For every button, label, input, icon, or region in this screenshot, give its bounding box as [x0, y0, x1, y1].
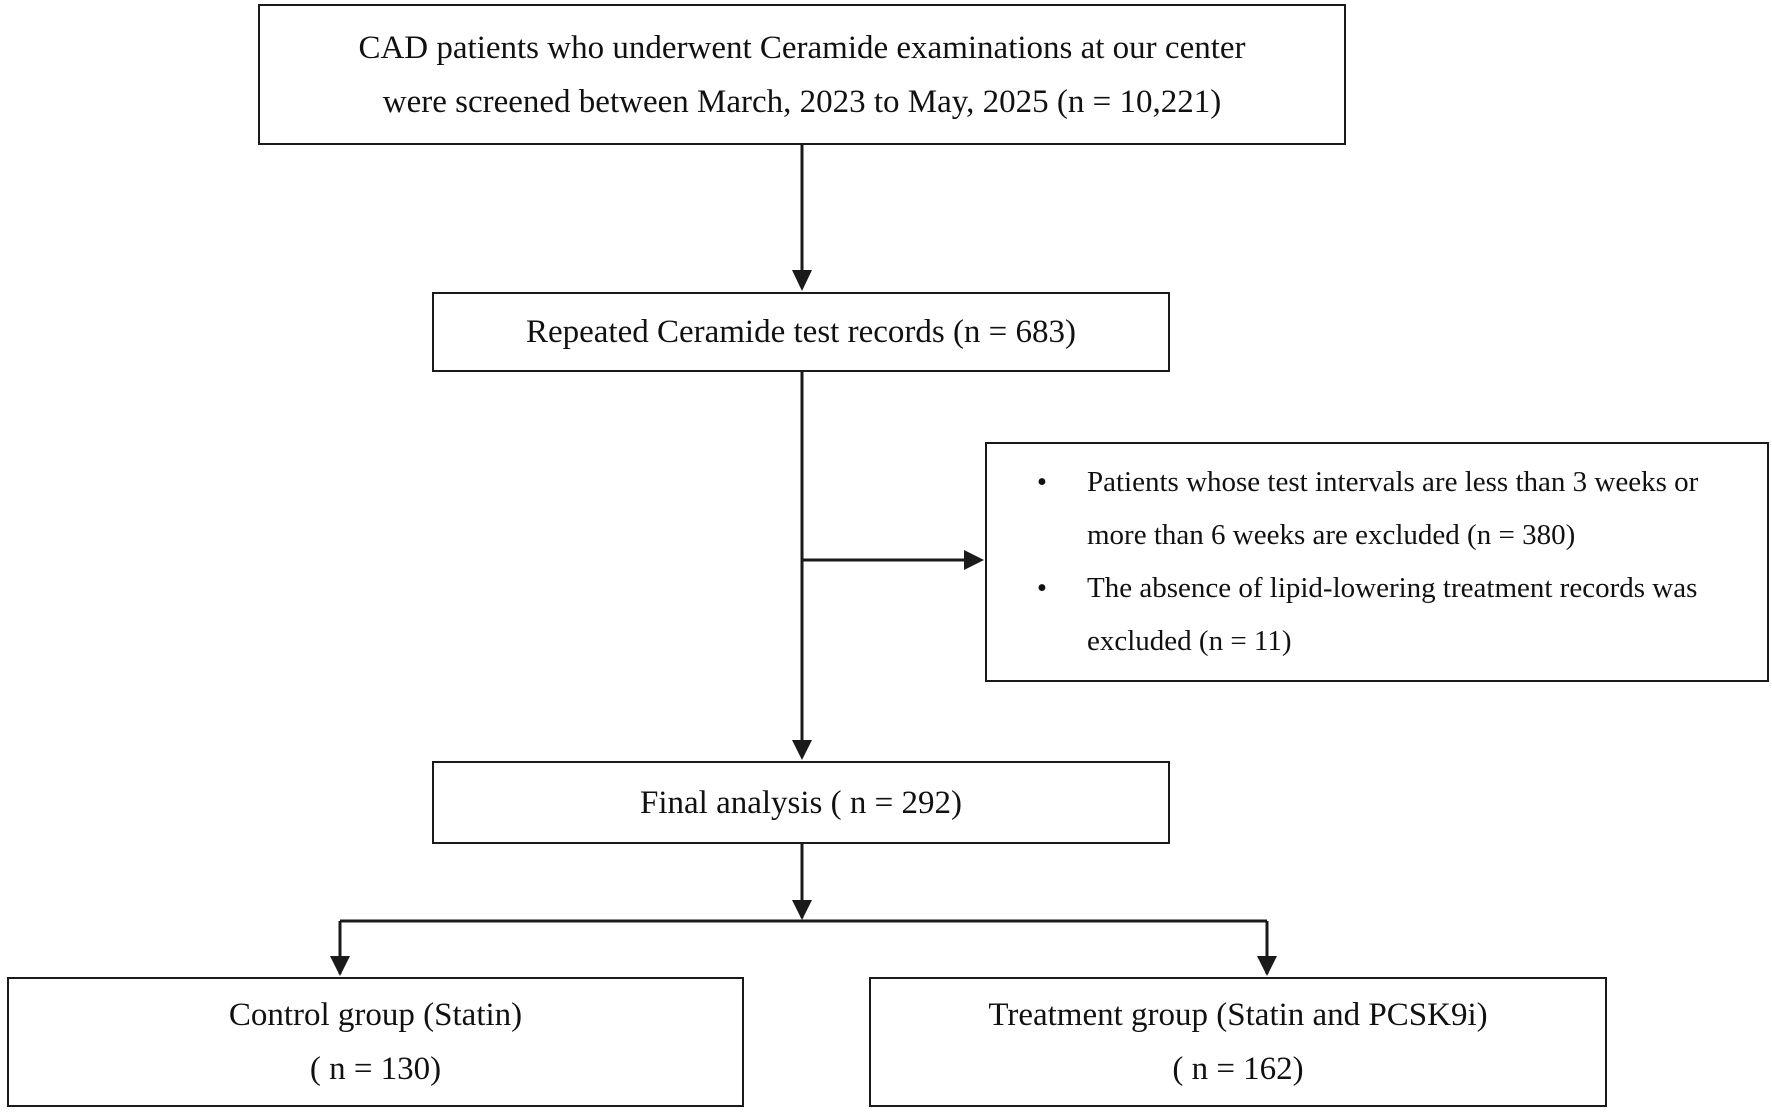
exclusion-item-interval: • Patients whose test intervals are less… [987, 456, 1767, 562]
exclusion-criteria-box: • Patients whose test intervals are less… [985, 442, 1769, 682]
arrowhead-to-exclusion [964, 550, 984, 570]
screened-line-2: were screened between March, 2023 to May… [382, 83, 1222, 120]
arrowhead-screened-to-repeated [792, 270, 812, 291]
bullet-icon: • [1036, 572, 1048, 604]
screened-patients-box: CAD patients who underwent Ceramide exam… [258, 4, 1346, 145]
repeated-records-box: Repeated Ceramide test records (n = 683) [432, 292, 1170, 372]
arrowhead-split-to-control [330, 956, 350, 976]
control-group-box: Control group (Statin) ( n = 130) [7, 977, 744, 1107]
exclusion-records-line-1: The absence of lipid-lowering treatment … [1087, 572, 1698, 604]
exclusion-interval-line-1: Patients whose test intervals are less t… [1087, 466, 1699, 498]
arrowhead-repeated-to-final [792, 740, 812, 760]
arrowhead-final-to-split [792, 900, 812, 920]
treatment-line-2: ( n = 162) [1172, 1051, 1304, 1087]
control-line-1: Control group (Statin) [228, 997, 523, 1033]
bullet-icon: • [1036, 466, 1048, 498]
exclusion-interval-line-2: more than 6 weeks are excluded (n = 380) [1087, 519, 1576, 551]
exclusion-item-text: The absence of lipid-lowering treatment … [1087, 562, 1767, 668]
control-line-2: ( n = 130) [309, 1051, 442, 1087]
repeated-line-1: Repeated Ceramide test records (n = 683) [525, 314, 1077, 350]
treatment-group-box: Treatment group (Statin and PCSK9i) ( n … [869, 977, 1607, 1107]
treatment-line-1: Treatment group (Statin and PCSK9i) [988, 997, 1488, 1033]
arrowhead-split-to-treatment [1257, 956, 1277, 976]
exclusion-item-text: Patients whose test intervals are less t… [1087, 456, 1767, 562]
exclusion-records-line-2: excluded (n = 11) [1087, 625, 1292, 657]
final-line-1: Final analysis ( n = 292) [640, 784, 962, 821]
exclusion-item-treatment-records: • The absence of lipid-lowering treatmen… [987, 562, 1767, 668]
screened-line-1: CAD patients who underwent Ceramide exam… [358, 29, 1246, 66]
final-analysis-box: Final analysis ( n = 292) [432, 761, 1170, 844]
